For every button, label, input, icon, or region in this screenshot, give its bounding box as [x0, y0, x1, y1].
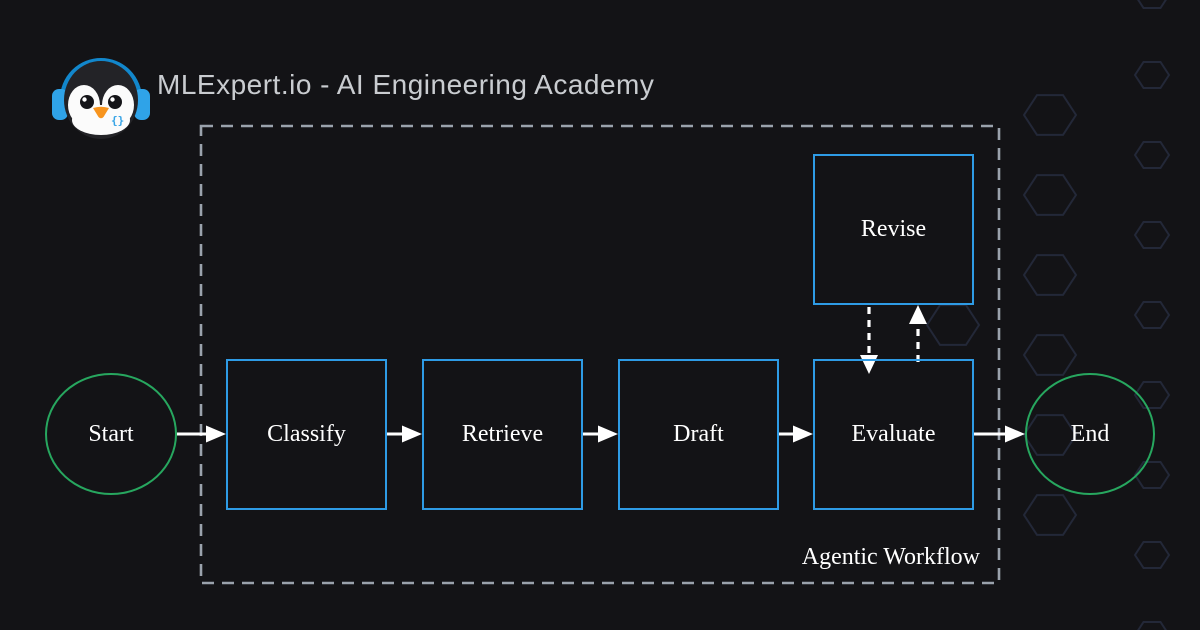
node-end-label: End [1070, 420, 1110, 447]
edge-classify-retrieve [387, 425, 422, 443]
penguin-beak [93, 106, 109, 119]
node-start: Start [45, 373, 177, 495]
node-classify: Classify [226, 359, 387, 510]
node-revise-label: Revise [860, 216, 927, 242]
page-title: MLExpert.io - AI Engineering Academy [157, 69, 655, 100]
node-evaluate-label: Evaluate [851, 421, 936, 447]
node-retrieve: Retrieve [422, 359, 583, 510]
node-retrieve-label: Retrieve [461, 421, 544, 447]
eye-highlight-left [82, 97, 87, 102]
code-braces-mark: {} [111, 114, 124, 127]
hexagon-pattern [925, 0, 1171, 630]
edge-retrieve-draft [583, 425, 618, 443]
node-classify-label: Classify [267, 421, 346, 447]
penguin-eye-left [80, 95, 94, 109]
node-draft-label: Draft [673, 421, 724, 447]
workflow-container-border [199, 124, 1001, 585]
edge-evaluate-revise-dashed [909, 305, 927, 362]
node-draft: Draft [618, 359, 779, 510]
penguin-mascot-icon: {} [52, 58, 150, 139]
node-evaluate: Evaluate [813, 359, 974, 510]
headphone-cup-right [134, 89, 150, 120]
eye-highlight-right [110, 97, 115, 102]
headphone-cup-left [52, 89, 68, 120]
edge-evaluate-end [974, 425, 1025, 443]
edge-draft-evaluate [779, 425, 813, 443]
edge-start-classify [177, 425, 226, 443]
node-revise: Revise [813, 154, 974, 305]
workflow-container-label: Agentic Workflow [801, 544, 980, 570]
node-start-label: Start [88, 420, 134, 447]
penguin-eye-right [108, 95, 122, 109]
node-end: End [1025, 373, 1155, 495]
